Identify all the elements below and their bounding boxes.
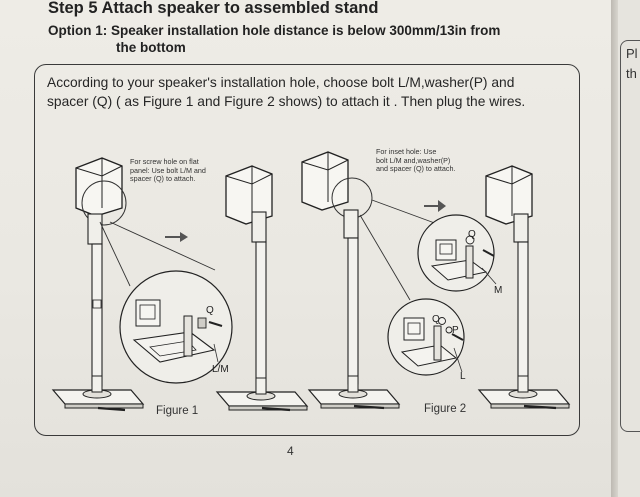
option-title: Option 1: Speaker installation hole dist…: [48, 22, 568, 56]
stand-1b: [216, 165, 308, 412]
figure2-part-m-label: M: [494, 285, 503, 296]
option-title-line1: Option 1: Speaker installation hole dist…: [48, 23, 501, 38]
figure1-artwork: [52, 157, 308, 412]
manual-page: Step 5 Attach speaker to assembled stand…: [0, 0, 611, 497]
figure1-label: Figure 1: [156, 405, 199, 417]
figure2-detail-lower: [387, 298, 465, 376]
figure1-callout-line2: panel: Use bolt L/M and: [130, 165, 206, 175]
instruction-frame: [34, 64, 580, 436]
figure2-part-p-label: P: [452, 325, 459, 336]
figure1-part-lm-label: L/M: [212, 364, 229, 375]
stand-2b: [478, 165, 570, 410]
stand-1a: [52, 157, 216, 412]
figure1-detail: [119, 270, 233, 384]
figure1-part-q-label: Q: [206, 305, 214, 316]
figure2-callout-line2: bolt L/M and,washer(P): [376, 155, 451, 165]
figure2-artwork: [301, 151, 570, 410]
next-page-fragment-1: Pl: [626, 46, 638, 61]
figure2-detail-upper: [417, 214, 497, 292]
next-page-fragment-2: th: [626, 66, 637, 81]
instruction-line2: spacer (Q) ( as Figure 1 and Figure 2 sh…: [47, 94, 526, 109]
figure2-callout: For inset hole: Use bolt L/M and,washer(…: [376, 147, 456, 174]
instruction-line1: According to your speaker's installation…: [47, 75, 515, 90]
assembly-illustration: [52, 151, 570, 412]
next-page-edge: Pl th: [618, 0, 640, 497]
book-gutter: [611, 0, 618, 497]
stand-2a: [301, 151, 441, 410]
figure1-callout-line1: For screw hole on flat: [130, 157, 199, 166]
arrow-right-icon: [424, 200, 446, 212]
page-number: 4: [287, 444, 294, 458]
figure2-callout-line1: For inset hole: Use: [376, 147, 437, 156]
instruction-text: According to your speaker's installation…: [47, 73, 567, 111]
next-page-frame: [620, 40, 640, 432]
figure2-callout-line3: and spacer (Q) to attach.: [376, 164, 456, 174]
arrow-right-icon: [165, 232, 188, 242]
figure1-callout: For screw hole on flat panel: Use bolt L…: [130, 157, 206, 184]
figure2-part-q-lower-label: Q: [432, 314, 440, 325]
option-title-line2: the bottom: [116, 40, 186, 55]
figure2-part-l-label: L: [460, 371, 466, 382]
figure2-part-q-upper-label: Q: [468, 229, 476, 240]
step-title: Step 5 Attach speaker to assembled stand: [48, 0, 379, 17]
figure1-callout-line3: spacer (Q) to attach.: [130, 174, 196, 184]
figure2-label: Figure 2: [424, 403, 467, 415]
